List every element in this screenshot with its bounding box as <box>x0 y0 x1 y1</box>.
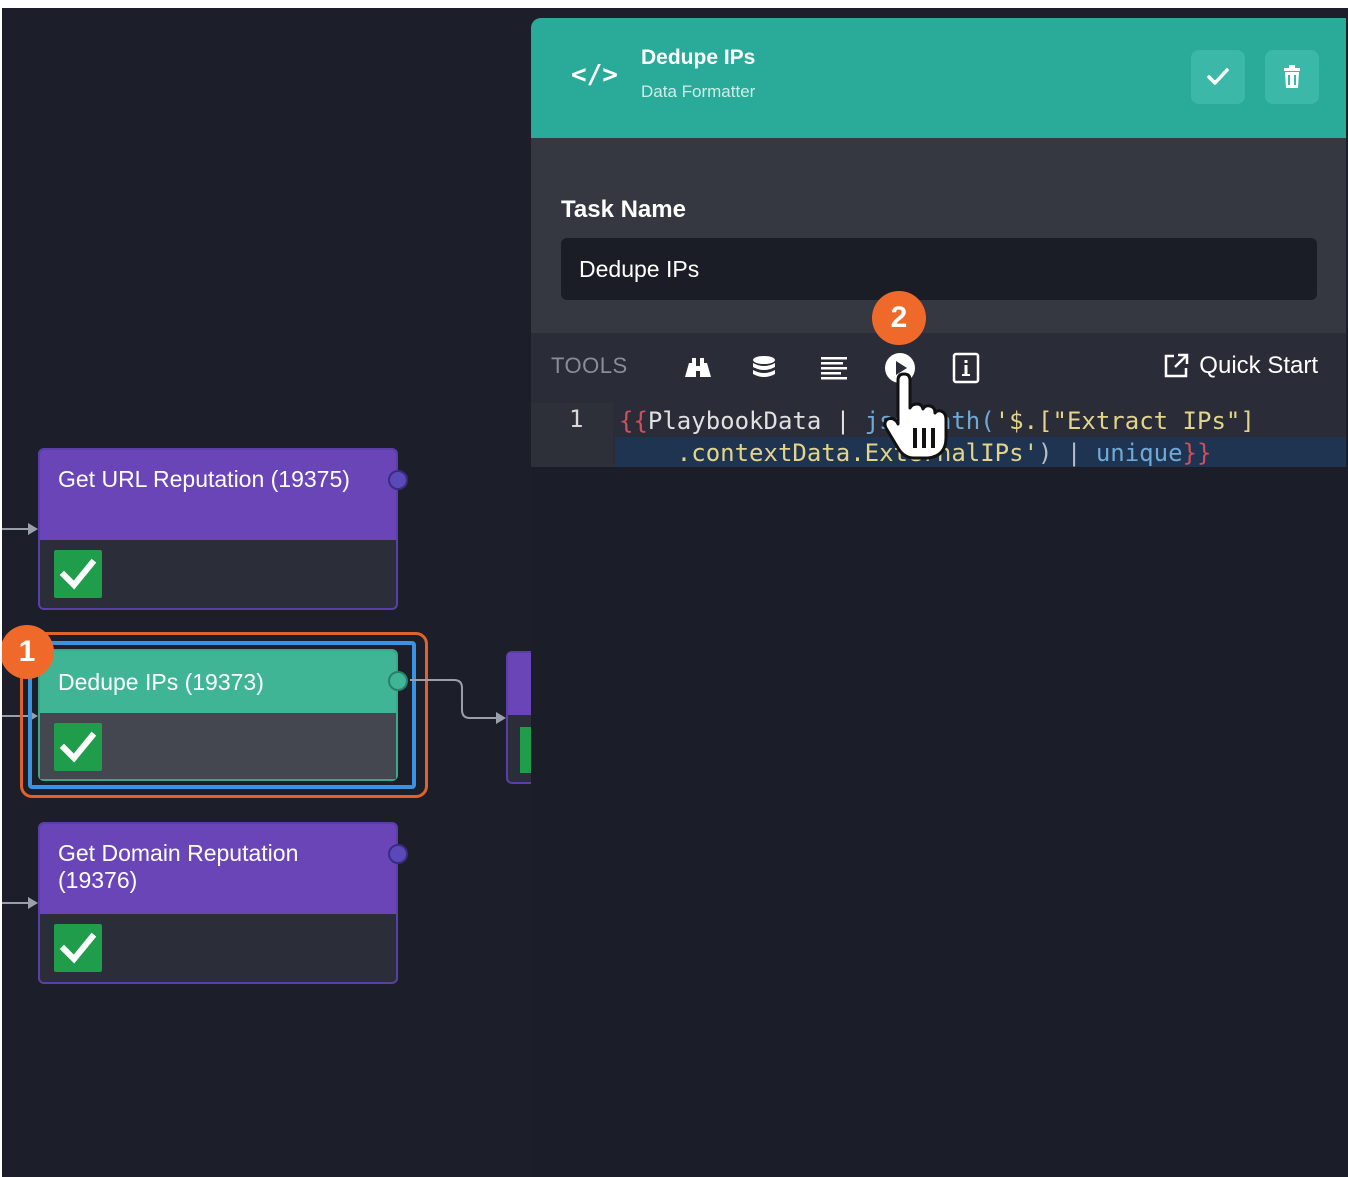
connector-arrow <box>2 523 38 535</box>
task-detail-panel: </> Dedupe IPs Data Formatter Task Name … <box>531 18 1346 1177</box>
task-name-section: Task Name <box>531 138 1346 333</box>
panel-header: </> Dedupe IPs Data Formatter <box>531 18 1346 138</box>
external-link-icon <box>1165 353 1189 378</box>
node-body <box>40 713 396 779</box>
check-icon <box>54 723 102 771</box>
node-title: Get Domain Reputation (19376) <box>40 824 396 914</box>
selection-highlight <box>20 632 428 798</box>
format-text-icon[interactable] <box>817 351 851 385</box>
tools-label: TOOLS <box>551 353 628 378</box>
editor-gutter: 1 <box>531 403 613 467</box>
code-editor[interactable]: 1 {{PlaybookData | jsonpath('$.["Extract… <box>531 403 1346 1177</box>
delete-button[interactable] <box>1265 50 1319 104</box>
checkmark-icon <box>1207 68 1229 85</box>
connector-arrow <box>2 710 38 722</box>
node-body <box>40 540 396 608</box>
step-badge-2: 2 <box>872 291 926 345</box>
info-icon[interactable] <box>949 351 983 385</box>
confirm-button[interactable] <box>1191 50 1245 104</box>
output-port[interactable] <box>388 671 408 691</box>
check-icon <box>54 550 102 598</box>
database-icon[interactable] <box>747 351 781 385</box>
output-port[interactable] <box>388 470 408 490</box>
task-name-label: Task Name <box>561 196 686 223</box>
node-dedupe-ips[interactable]: Dedupe IPs (19373) <box>38 649 408 781</box>
node-title: Dedupe IPs (19373) <box>40 651 396 713</box>
connector-line <box>410 679 506 724</box>
panel-subtitle: Data Formatter <box>641 82 756 101</box>
hand-cursor-icon <box>883 372 948 460</box>
quick-start-label: Quick Start <box>1199 352 1318 379</box>
node-body <box>40 914 396 982</box>
node-get-domain-reputation[interactable]: Get Domain Reputation (19376) <box>38 822 408 984</box>
connector-arrow <box>2 897 38 909</box>
output-port[interactable] <box>388 844 408 864</box>
line-number: 1 <box>569 405 584 433</box>
node-get-url-reputation[interactable]: Get URL Reputation (19375) <box>38 448 408 610</box>
step-badge-1: 1 <box>2 625 54 679</box>
panel-title: Dedupe IPs <box>641 46 756 69</box>
binoculars-icon[interactable] <box>681 351 715 385</box>
check-icon <box>54 924 102 972</box>
trash-icon <box>1284 65 1300 88</box>
node-title: Get URL Reputation (19375) <box>40 450 396 540</box>
code-selection <box>615 437 1346 467</box>
code-icon: </> <box>571 60 618 90</box>
task-name-input[interactable] <box>561 238 1317 300</box>
tools-toolbar: TOOLS Q <box>531 333 1346 403</box>
selection-focus-ring <box>28 641 416 789</box>
quick-start-link[interactable]: Quick Start <box>1161 351 1318 381</box>
